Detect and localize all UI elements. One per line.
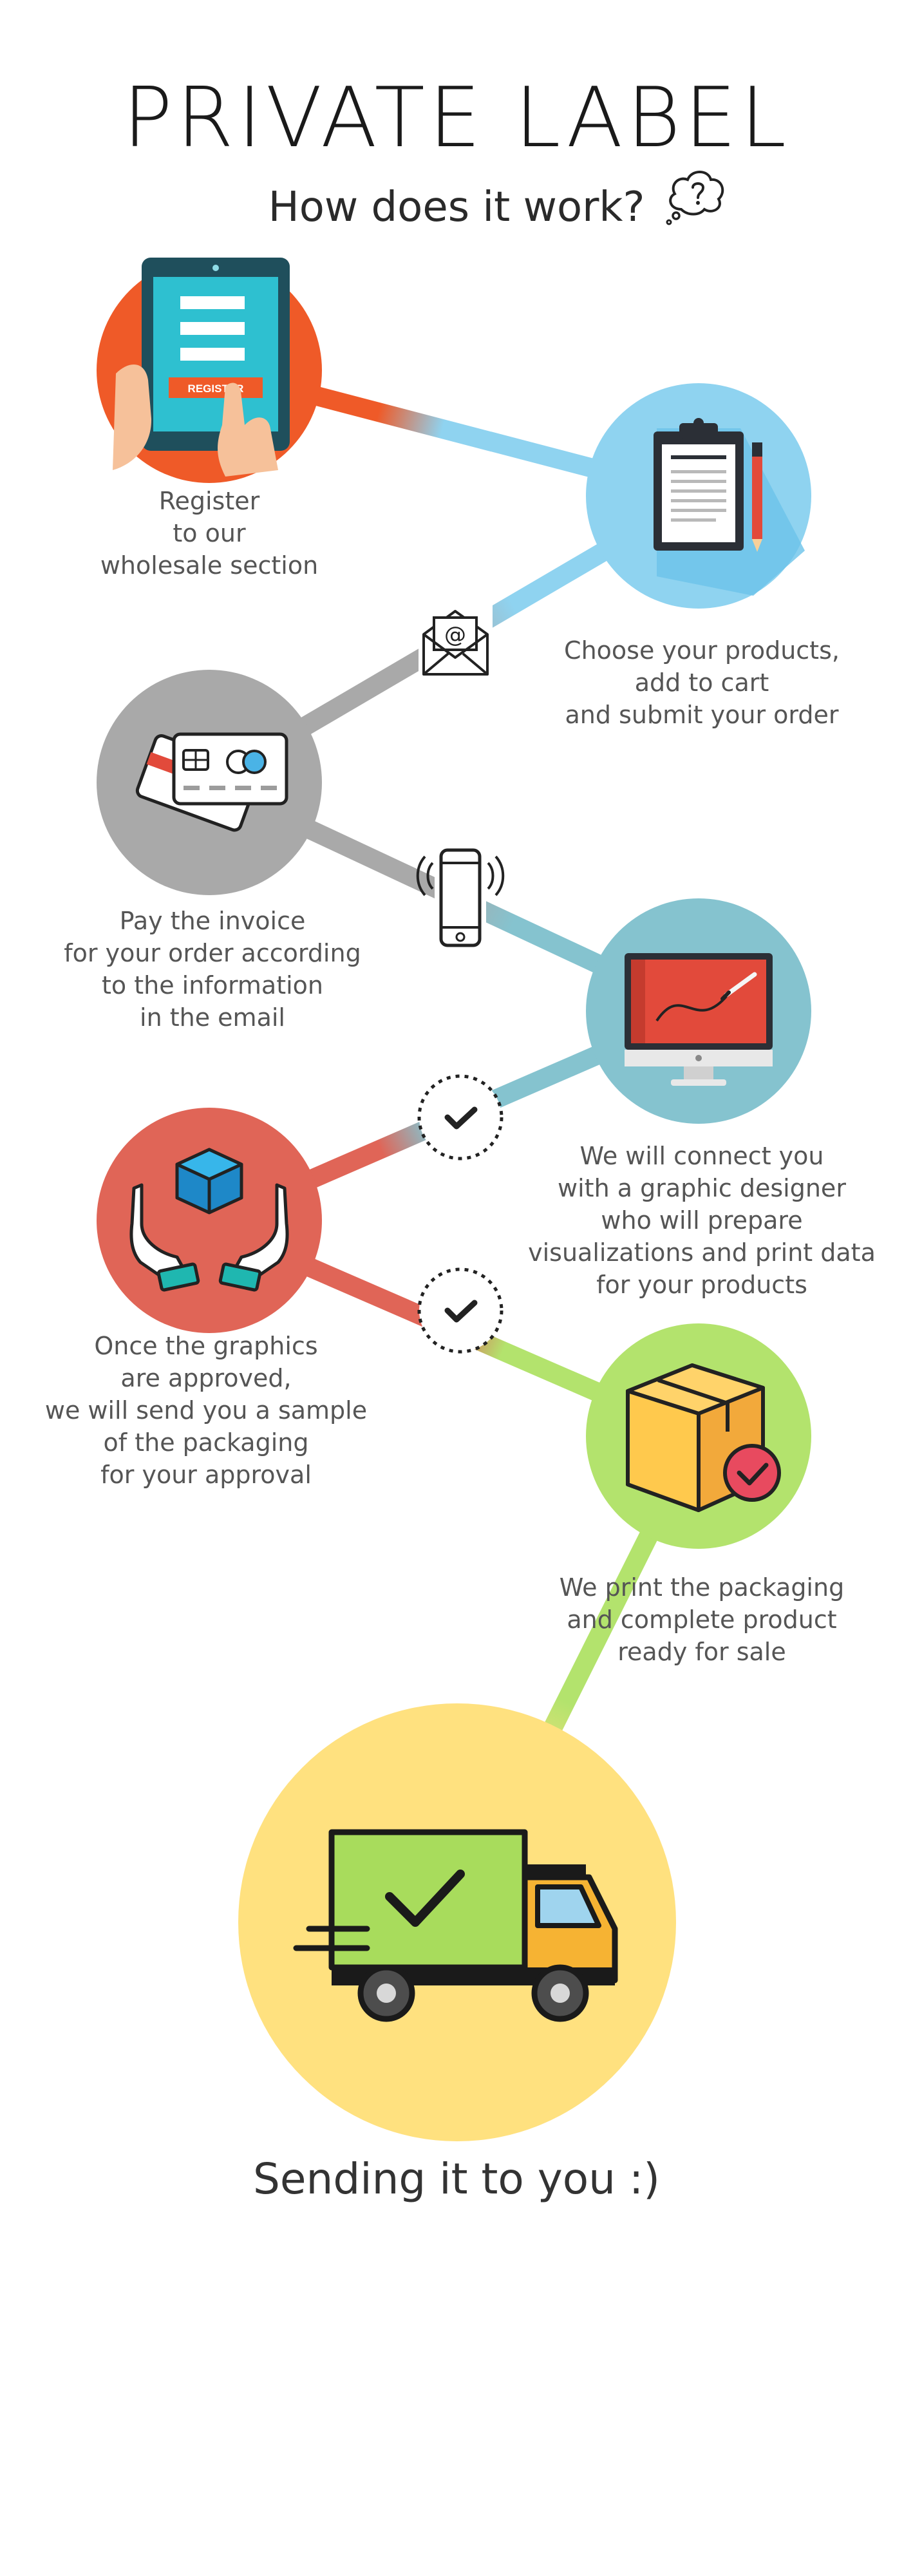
step-3-text: Pay the invoice for your order according… — [64, 907, 361, 1032]
check-circle-icon — [417, 1267, 504, 1354]
step-1-text: Register to our wholesale section — [100, 487, 319, 580]
page-subtitle: How does it work? — [268, 184, 645, 231]
monitor-design-icon — [625, 953, 773, 1086]
hands-box-icon — [129, 1148, 289, 1292]
step-7-text: Sending it to you :) — [253, 2154, 660, 2204]
credit-cards-icon — [135, 732, 288, 832]
question-thought-bubble-icon — [666, 171, 724, 225]
step-4-text: We will connect you with a graphic desig… — [528, 1142, 876, 1299]
page-title: PRIVATE LABEL — [122, 70, 791, 166]
delivery-truck-icon — [293, 1829, 618, 2022]
check-circle-icon — [417, 1074, 504, 1160]
phone-icon — [416, 847, 505, 950]
package-check-icon — [626, 1363, 781, 1512]
tablet-register-icon: REGISTER — [113, 258, 290, 477]
clipboard-pencil-icon — [654, 418, 805, 596]
step-6-text: We print the packaging and complete prod… — [559, 1573, 845, 1666]
step-5-text: Once the graphics are approved, we will … — [44, 1332, 368, 1489]
step-2-text: Choose your products, add to cart and su… — [564, 636, 840, 729]
email-icon: @ — [419, 602, 493, 679]
svg-text:@: @ — [444, 622, 466, 648]
